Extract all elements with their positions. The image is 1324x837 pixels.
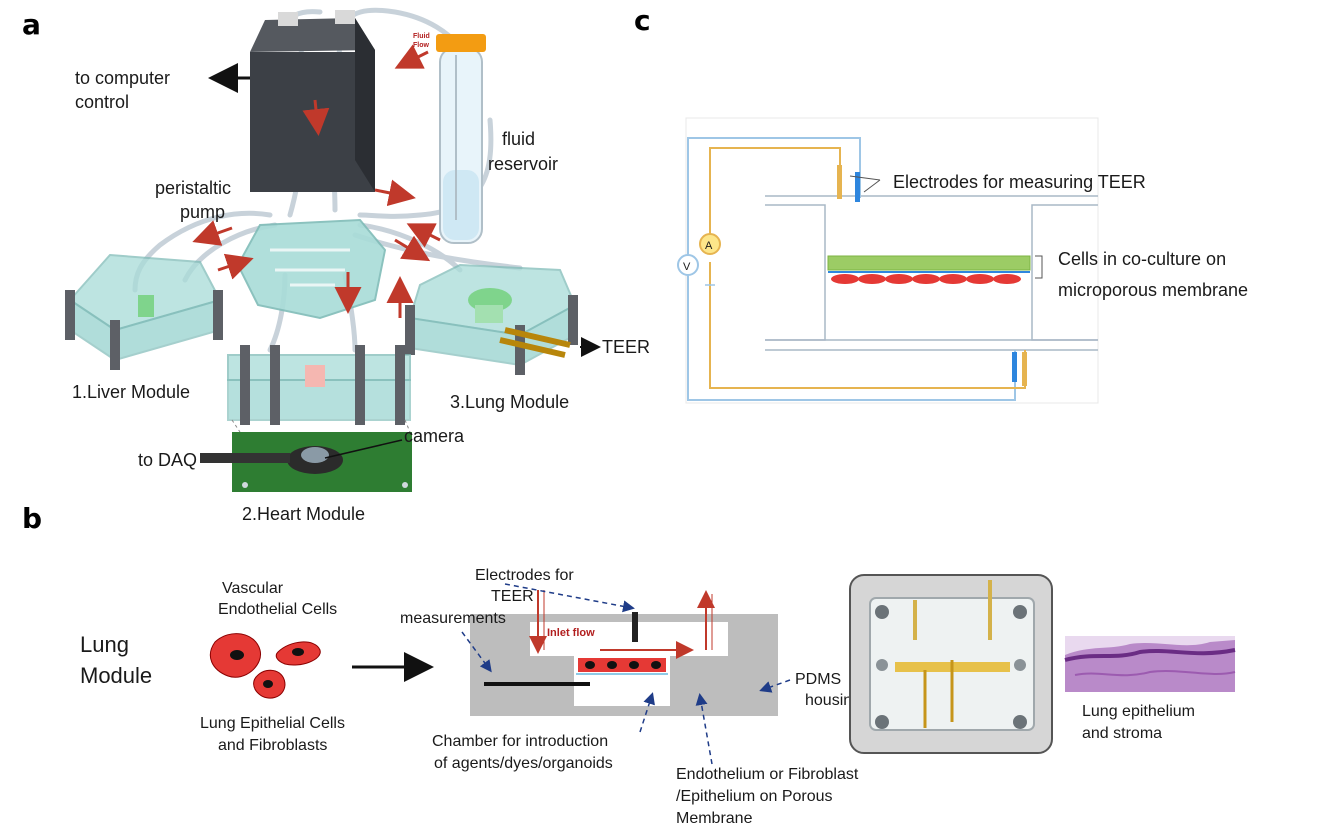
peristaltic-pump-label: peristaltic bbox=[155, 178, 231, 198]
fluid-reservoir-label: fluid bbox=[502, 129, 535, 149]
lung-module-label: 3.Lung Module bbox=[450, 392, 569, 412]
fluid-flow-label-2: Flow bbox=[413, 42, 429, 49]
endothelium-label-3: Membrane bbox=[676, 810, 753, 827]
vascular-label-2: Endothelial Cells bbox=[218, 601, 337, 618]
pdms-label-2: housing bbox=[805, 692, 861, 709]
cell-illustrations bbox=[210, 633, 321, 699]
fluid-reservoir-tube bbox=[436, 34, 486, 244]
endothelium-label-2: /Epithelium on Porous bbox=[676, 788, 833, 805]
heart-module bbox=[200, 345, 412, 492]
endothelium-label: Endothelium or Fibroblast bbox=[676, 766, 859, 783]
pdms-label: PDMS bbox=[795, 671, 841, 688]
electrode-bottom-gold bbox=[1022, 352, 1027, 386]
panel-label-a: a bbox=[22, 8, 41, 41]
electrode-top-gold bbox=[837, 165, 842, 199]
panel-a: to computer control Fluid Flow fluid res… bbox=[65, 7, 650, 524]
heart-module-label: 2.Heart Module bbox=[242, 504, 365, 524]
voltmeter-icon bbox=[677, 254, 699, 276]
camera-leader bbox=[324, 439, 403, 459]
to-computer-label-2: control bbox=[75, 92, 129, 112]
to-daq-label: to DAQ bbox=[138, 450, 197, 470]
cells-bracket bbox=[1035, 255, 1043, 279]
lung-module-title-2: Module bbox=[80, 663, 152, 688]
lung-module-title: Lung bbox=[80, 632, 129, 657]
electrodes-label-3: measurements bbox=[400, 610, 506, 627]
electrodes-leader bbox=[849, 175, 881, 193]
epithelial-label: Lung Epithelial Cells bbox=[200, 715, 345, 732]
device-schematic bbox=[470, 590, 778, 716]
peristaltic-pump bbox=[250, 10, 375, 192]
vascular-label: Vascular bbox=[222, 580, 284, 597]
electrodes-label: Electrodes for measuring TEER bbox=[893, 172, 1146, 192]
lung-epithelium-label-2: and stroma bbox=[1082, 725, 1162, 742]
panel-c: V A Electrodes for measuring TEER Cells … bbox=[677, 117, 1248, 404]
voltmeter-label: V bbox=[683, 261, 691, 273]
cell-layer bbox=[827, 255, 1031, 284]
camera-label: camera bbox=[404, 426, 465, 446]
electrodes-label: Electrodes for bbox=[475, 567, 574, 584]
liver-module-label: 1.Liver Module bbox=[72, 382, 190, 402]
dashed-leaders bbox=[461, 583, 791, 765]
cells-label-2: microporous membrane bbox=[1058, 280, 1248, 300]
histology-image bbox=[1064, 636, 1236, 692]
device-photo bbox=[849, 574, 1053, 754]
ammeter-icon bbox=[699, 233, 721, 255]
peristaltic-pump-label-2: pump bbox=[180, 202, 225, 222]
panel-label-c: c bbox=[634, 4, 651, 37]
to-computer-label: to computer bbox=[75, 68, 170, 88]
lung-module bbox=[405, 263, 601, 375]
chamber-outline bbox=[765, 195, 1098, 351]
fluid-flow-label: Fluid bbox=[413, 33, 430, 40]
ammeter-label: A bbox=[705, 240, 713, 252]
teer-label: TEER bbox=[602, 337, 650, 357]
chamber-label-2: of agents/dyes/organoids bbox=[434, 755, 613, 772]
inlet-flow-label: Inlet flow bbox=[547, 627, 595, 639]
epithelial-label-2: and Fibroblasts bbox=[218, 737, 327, 754]
electrode-top-blue bbox=[855, 172, 860, 202]
lung-epithelium-label: Lung epithelium bbox=[1082, 703, 1195, 720]
central-manifold bbox=[236, 218, 387, 320]
flow-arrows bbox=[192, 44, 441, 318]
liver-module bbox=[65, 253, 223, 370]
fluid-reservoir-label-2: reservoir bbox=[488, 154, 558, 174]
electrodes-label-2: TEER bbox=[491, 588, 534, 605]
cells-label: Cells in co-culture on bbox=[1058, 249, 1226, 269]
chamber-label: Chamber for introduction bbox=[432, 733, 608, 750]
panel-label-b: b bbox=[22, 502, 42, 535]
panel-b: Lung Module Vascular Endothelial Cells L… bbox=[80, 567, 1236, 827]
electrode-bottom-blue bbox=[1012, 352, 1017, 382]
